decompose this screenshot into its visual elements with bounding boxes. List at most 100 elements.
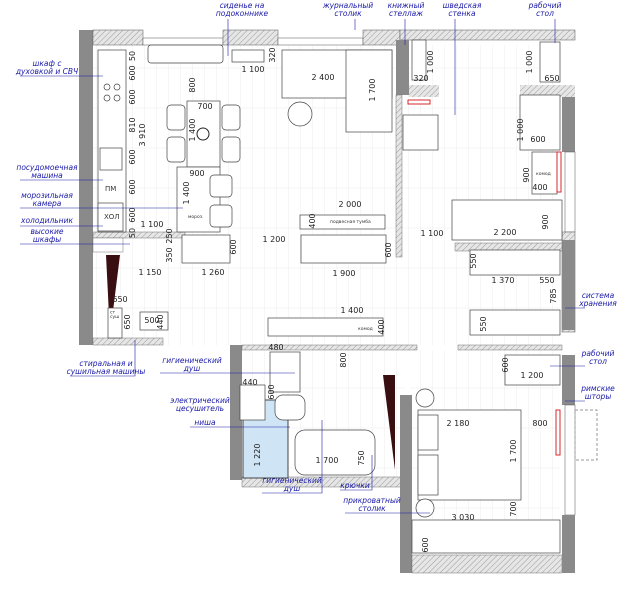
dim-label: 650 — [123, 314, 132, 329]
dim-label: 1 370 — [492, 276, 515, 285]
dim-label: 1 700 — [316, 456, 339, 465]
dim-label: 1 700 — [509, 440, 518, 463]
dim-label: 1 260 — [202, 268, 225, 277]
dim-label: 600 — [267, 384, 276, 399]
dim-label: 1 100 — [242, 65, 265, 74]
dim-label: 1 700 — [368, 79, 377, 102]
dim-label: 600 — [229, 239, 238, 254]
dim-label: 600 — [501, 357, 510, 372]
dim-label: 650 — [544, 74, 559, 83]
dim-label: 50 — [128, 51, 137, 61]
dim-label: 320 — [413, 74, 428, 83]
kitchen-cabinets: ПМ ХОЛ — [97, 49, 127, 233]
dim-label: 1 000 — [426, 51, 435, 74]
leader-lines — [20, 19, 585, 514]
dim-label: 1 900 — [333, 269, 356, 278]
dim-label: 600 — [530, 135, 545, 144]
annotation-hooks: крючки — [340, 481, 370, 490]
dim-label: 1 000 — [516, 119, 525, 142]
dim-label: 550 — [539, 276, 554, 285]
dresser-text: комод — [536, 172, 551, 177]
dim-label: 600 — [128, 207, 137, 222]
dim-label: 600 — [421, 537, 430, 552]
dim-label: 900 — [522, 167, 531, 182]
dim-label: 1 400 — [188, 119, 197, 142]
dim-label: 250 — [165, 228, 174, 243]
dim-label: 440 — [242, 378, 257, 387]
dim-label: 3 030 — [452, 513, 475, 522]
dim-label: 1 220 — [253, 444, 262, 467]
dim-label: 750 — [357, 450, 366, 465]
dim-label: 2 400 — [312, 73, 335, 82]
dim-label: 3 910 — [138, 124, 147, 147]
dim-label: 550 — [469, 253, 478, 268]
dim-label: 600 — [128, 149, 137, 164]
dim-label: 50 — [128, 228, 137, 238]
annotation-niche: ниша — [194, 418, 216, 427]
dim-label: 600 — [128, 89, 137, 104]
dim-label: 400 — [308, 213, 317, 228]
living-furniture: подвесная тумба — [147, 44, 393, 337]
dim-label: 1 000 — [525, 51, 534, 74]
dim-label: 700 — [197, 102, 212, 111]
dining-table: мороз. — [166, 100, 241, 233]
dim-label: 650 — [112, 295, 127, 304]
dim-label: 800 — [188, 77, 197, 92]
dim-label: 800 — [339, 352, 348, 367]
dim-label: 2 180 — [447, 419, 470, 428]
dim-label: 600 — [128, 179, 137, 194]
walls — [79, 29, 576, 574]
hanging-cabinet-text: подвесная тумба — [330, 219, 371, 225]
dim-label: 350 — [165, 247, 174, 262]
dim-label: 440 — [156, 314, 165, 329]
dim-label: 550 — [479, 316, 488, 331]
vertical-dims: 50 600 600 810 3 910 600 600 600 50 800 … — [123, 47, 558, 552]
dim-label: 1 200 — [521, 371, 544, 380]
dim-label: 785 — [549, 288, 558, 303]
dim-label: 810 — [128, 117, 137, 132]
dim-label: 1 200 — [263, 235, 286, 244]
dim-label: 600 — [128, 65, 137, 80]
dim-label: 2 200 — [494, 228, 517, 237]
dim-label: 1 150 — [139, 268, 162, 277]
freezer-text: мороз. — [188, 215, 204, 220]
dim-label: 600 — [384, 242, 393, 257]
dim-label: 1 100 — [421, 229, 444, 238]
dim-label: 480 — [268, 343, 283, 352]
dim-label: 500 — [144, 316, 159, 325]
dresser-hall-text: комод — [358, 327, 373, 332]
annotation-fridge: холодильник — [20, 216, 73, 225]
fridge-text: ХОЛ — [104, 213, 120, 221]
dim-label: 2 000 — [339, 200, 362, 209]
dishwasher-text: ПМ — [105, 185, 116, 193]
dim-label: 400 — [377, 319, 386, 334]
dim-label: 900 — [541, 214, 550, 229]
dim-label: 900 — [189, 169, 204, 178]
dim-label: 800 — [532, 419, 547, 428]
dim-label: 1 400 — [182, 182, 191, 205]
dim-label: 1 100 — [141, 220, 164, 229]
dimensions: 1 100 2 400 700 900 1 100 1 200 2 000 1 … — [112, 47, 559, 552]
bedroom-furniture — [411, 354, 598, 554]
dim-label: 1 400 — [341, 306, 364, 315]
dim-label: 320 — [268, 47, 277, 62]
